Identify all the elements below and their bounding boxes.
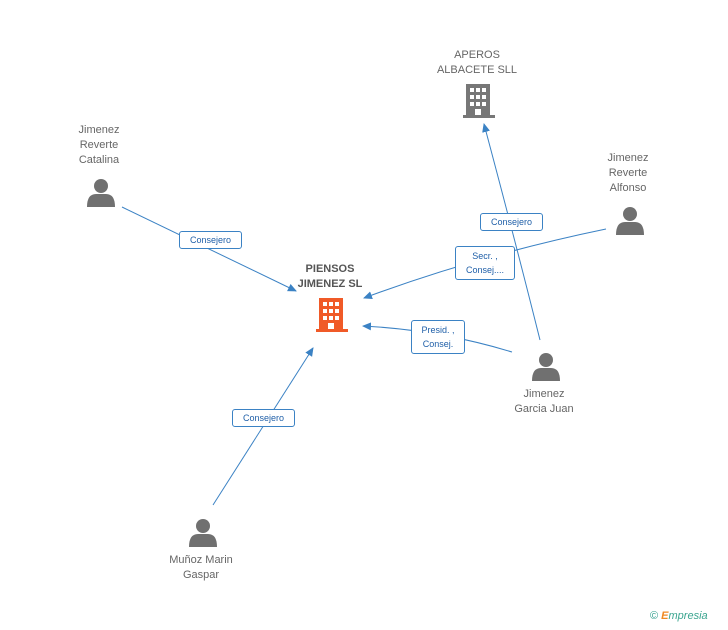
- person-label-alfonso[interactable]: Jimenez Reverte Alfonso: [607, 152, 649, 194]
- brand-logo: Empresia: [661, 610, 708, 622]
- edge-juan-aperos: [482, 123, 541, 341]
- building-icon[interactable]: [463, 84, 495, 118]
- person-icon[interactable]: [616, 207, 644, 235]
- building-icon[interactable]: [316, 298, 348, 332]
- person-icon[interactable]: [87, 179, 115, 207]
- edge-label-juan-main[interactable]: Presid. , Consej.: [411, 320, 465, 354]
- empresia-watermark: © Empresia: [650, 610, 708, 622]
- company-label-aperos[interactable]: APEROS ALBACETE SLL: [436, 49, 518, 76]
- edge-label-alfonso-main[interactable]: Secr. , Consej....: [455, 246, 515, 280]
- edge-label-juan-aperos[interactable]: Consejero: [480, 213, 543, 231]
- person-label-gaspar[interactable]: Muñoz Marin Gaspar: [169, 554, 233, 581]
- person-label-juan[interactable]: Jimenez Garcia Juan: [514, 388, 574, 415]
- company-label-main[interactable]: PIENSOS JIMENEZ SL: [297, 263, 363, 290]
- person-label-catalina[interactable]: Jimenez Reverte Catalina: [78, 124, 120, 166]
- edge-catalina-main: [121, 206, 297, 292]
- copyright-icon: ©: [650, 610, 659, 622]
- edge-label-catalina-main[interactable]: Consejero: [179, 231, 242, 249]
- edge-label-gaspar-main[interactable]: Consejero: [232, 409, 295, 427]
- person-icon[interactable]: [532, 353, 560, 381]
- person-icon[interactable]: [189, 519, 217, 547]
